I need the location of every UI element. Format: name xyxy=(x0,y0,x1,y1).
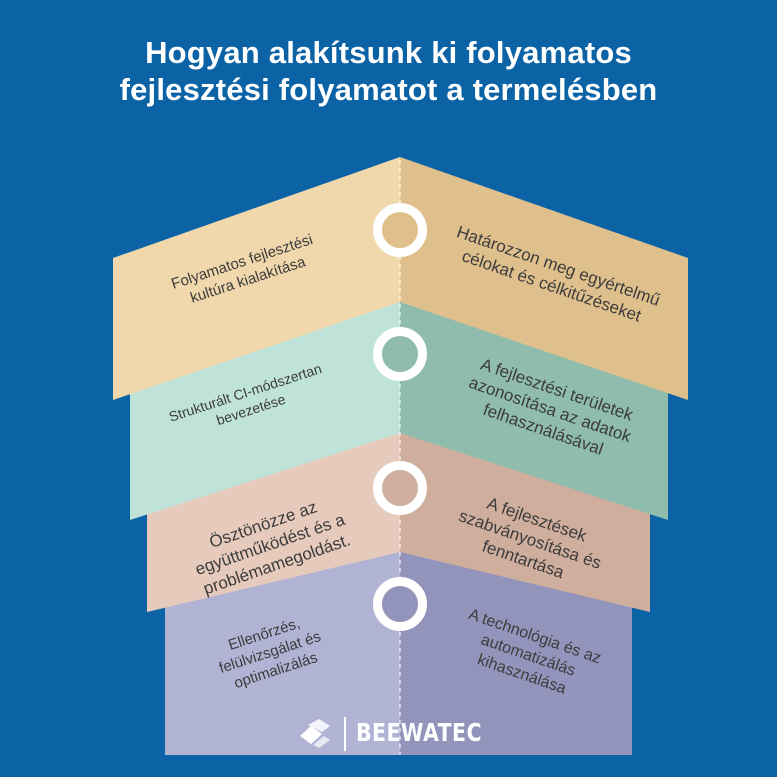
step-1-left-panel xyxy=(113,157,400,400)
step-1-right-panel xyxy=(400,157,688,400)
step-1-ring xyxy=(373,203,427,257)
page-title: Hogyan alakítsunk ki folyamatos fejleszt… xyxy=(0,34,777,108)
logo-divider xyxy=(344,717,346,751)
step-3-left-panel xyxy=(147,428,400,612)
logo-text: BEEWATEC xyxy=(356,718,482,747)
step-4-right-panel xyxy=(400,545,632,755)
step-2-right-panel xyxy=(400,298,668,520)
beewatec-logo-icon xyxy=(300,719,330,748)
step-4-left-panel xyxy=(165,545,400,755)
title-line-1: Hogyan alakítsunk ki folyamatos xyxy=(145,35,632,70)
step-3-ring xyxy=(373,461,427,515)
title-line-2: fejlesztési folyamatot a termelésben xyxy=(119,72,658,107)
step-3-right-panel xyxy=(400,428,650,612)
beewatec-logo: BEEWATEC xyxy=(298,714,498,754)
step-2-ring xyxy=(373,327,427,381)
step-4-ring xyxy=(373,577,427,631)
step-2-left-panel xyxy=(130,298,400,520)
